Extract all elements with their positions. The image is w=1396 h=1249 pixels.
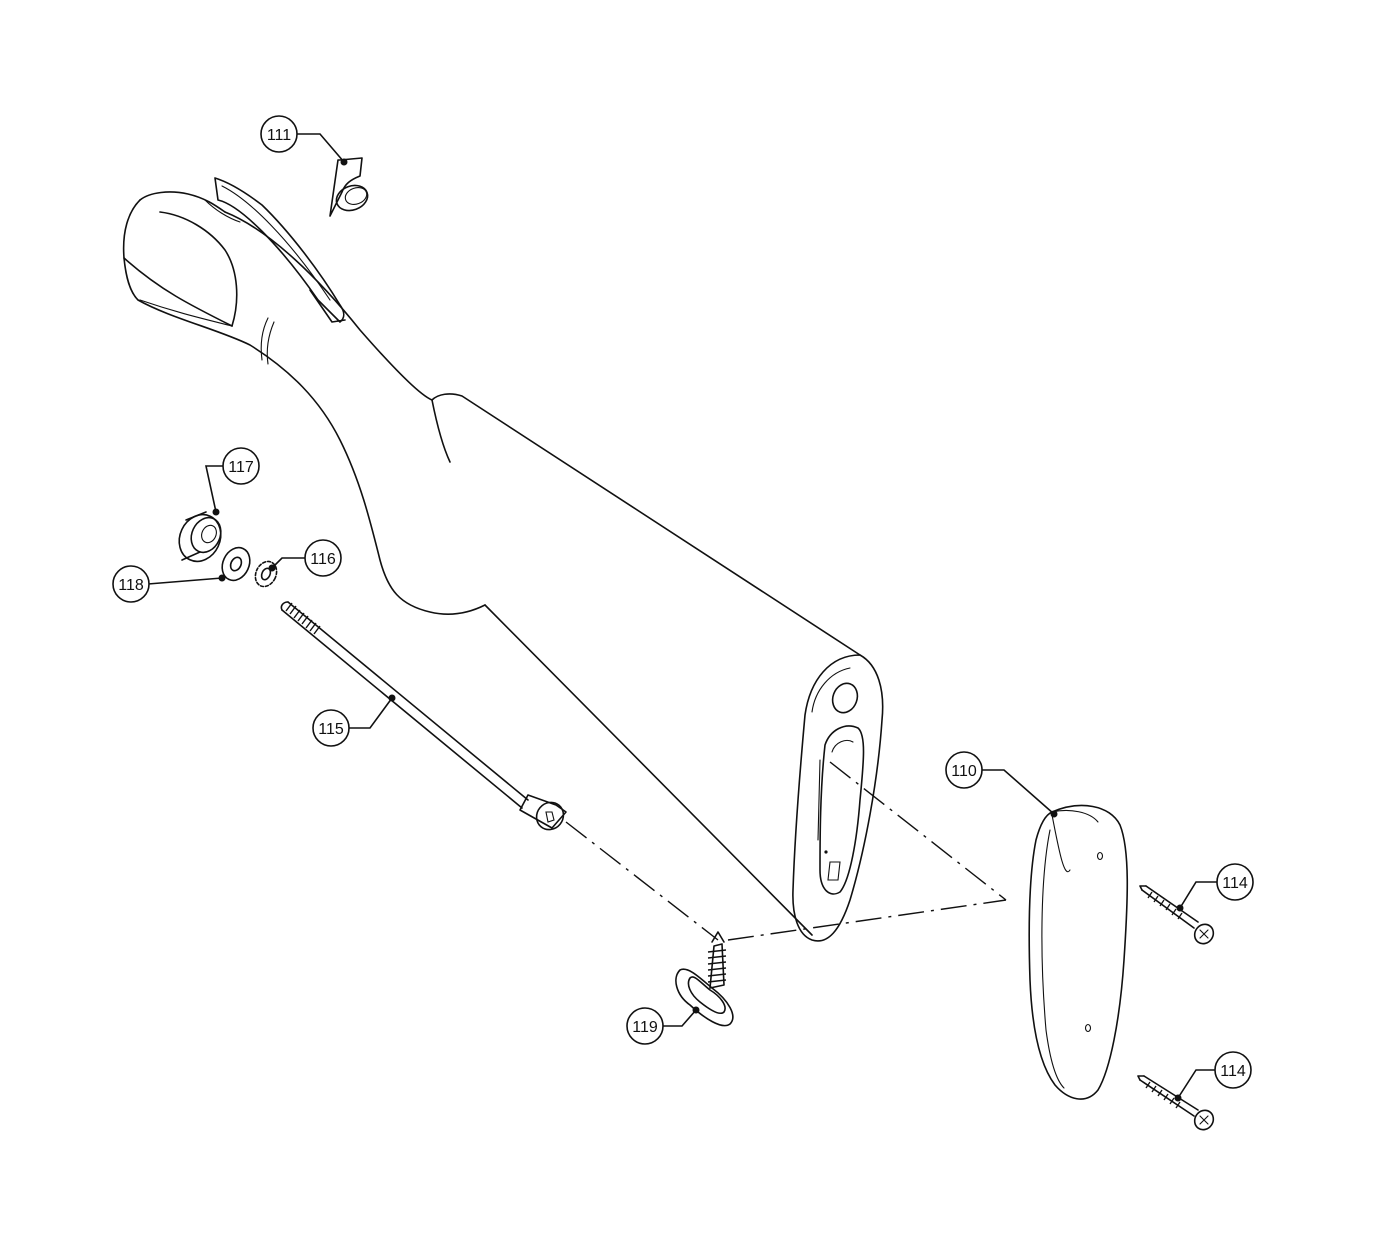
part-115-stock-bolt xyxy=(280,601,567,831)
callout-115: 115 xyxy=(312,709,350,747)
part-114-screw-upper xyxy=(1139,885,1215,945)
assembly-center-lines xyxy=(565,761,1007,941)
callout-117: 117 xyxy=(222,447,260,485)
part-116-lockwasher xyxy=(254,560,278,588)
part-111-swivel xyxy=(329,157,369,217)
callout-label-114-upper: 114 xyxy=(1222,875,1248,892)
part-119-swivel-stud xyxy=(675,931,734,1027)
callout-118: 118 xyxy=(112,565,150,603)
part-110-recoil-pad xyxy=(1028,804,1129,1100)
buttstock xyxy=(122,177,884,942)
callout-114-lower: 114 xyxy=(1214,1051,1252,1089)
callout-label-110: 110 xyxy=(951,763,977,780)
part-118-washer xyxy=(221,546,251,582)
callout-label-114-lower: 114 xyxy=(1220,1063,1246,1080)
callout-116: 116 xyxy=(304,539,342,577)
callout-111: 111 xyxy=(260,115,298,153)
callout-label-116: 116 xyxy=(310,551,336,568)
callout-114-upper: 114 xyxy=(1216,863,1254,901)
part-114-screw-lower xyxy=(1137,1075,1215,1131)
callout-label-118: 118 xyxy=(118,577,144,594)
part-117-bushing xyxy=(178,511,222,563)
callout-110: 110 xyxy=(945,751,983,789)
callout-label-117: 117 xyxy=(228,459,254,476)
callout-label-111: 111 xyxy=(267,127,291,144)
callout-label-119: 119 xyxy=(632,1019,658,1036)
callout-leaders xyxy=(147,133,1218,1102)
callout-label-115: 115 xyxy=(318,721,344,738)
callout-119: 119 xyxy=(626,1007,664,1045)
